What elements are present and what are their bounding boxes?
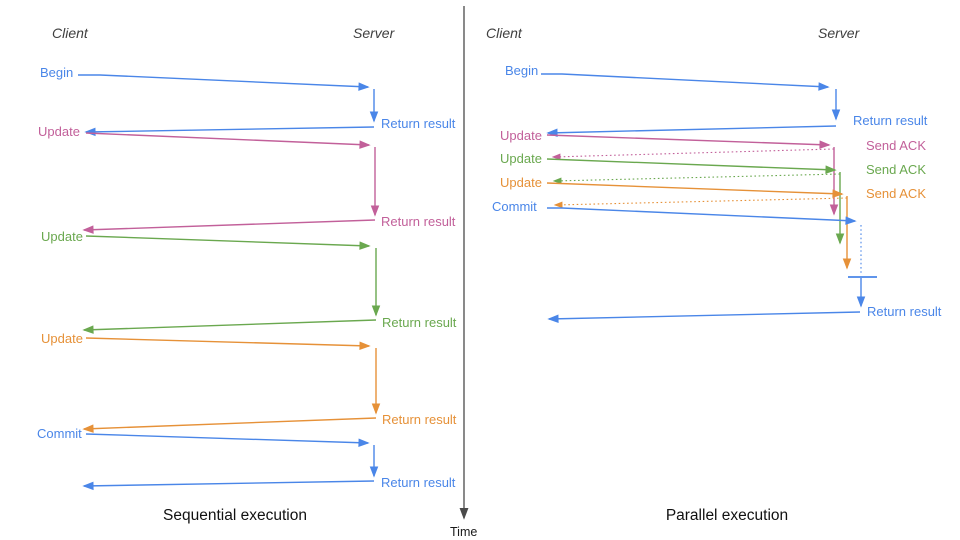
result-label-update2: Return result — [382, 315, 457, 330]
parallel-panel: Client Server Begin Return result Update… — [486, 25, 942, 524]
result-label-commit: Return result — [867, 304, 942, 319]
request-arrow-begin — [78, 74, 370, 91]
message-label-begin: Begin — [40, 65, 73, 80]
return-arrow-begin — [84, 126, 375, 137]
result-label-commit: Return result — [381, 475, 456, 490]
ack-label-update3: Send ACK — [866, 186, 926, 201]
request-arrow-begin — [541, 73, 830, 91]
ack-label-update2: Send ACK — [866, 162, 926, 177]
message-label-update1: Update — [500, 128, 542, 143]
message-label-update2: Update — [500, 151, 542, 166]
time-axis: Time — [450, 6, 477, 539]
return-arrow-begin — [546, 125, 837, 138]
message-label-commit: Commit — [37, 426, 82, 441]
message-label-update3: Update — [500, 175, 542, 190]
message-label-update1: Update — [38, 124, 80, 139]
request-arrow-commit — [85, 433, 370, 447]
request-arrow-commit — [547, 207, 857, 225]
return-arrow-update3 — [82, 417, 377, 433]
ack-dotted-arrow-update3 — [553, 197, 848, 209]
client-column-label: Client — [52, 25, 89, 41]
panel-title-sequential: Sequential execution — [163, 507, 307, 524]
request-arrow-update3 — [546, 182, 844, 198]
sequential-panel: Client Server Begin Return result Update… — [37, 25, 457, 524]
request-arrow-update3 — [85, 337, 371, 350]
ack-dotted-arrow-update1 — [551, 148, 835, 161]
result-label-begin: Return result — [853, 113, 928, 128]
ack-dotted-arrow-update2 — [552, 173, 841, 185]
time-axis-label: Time — [450, 525, 477, 539]
return-arrow-commit — [82, 480, 375, 491]
message-label-update2: Update — [41, 229, 83, 244]
panel-title-parallel: Parallel execution — [666, 507, 788, 524]
return-arrow-update1 — [82, 219, 376, 234]
return-arrow-commit — [547, 311, 861, 324]
return-arrow-update2 — [82, 319, 377, 334]
client-column-label: Client — [486, 25, 523, 41]
message-label-update3: Update — [41, 331, 83, 346]
request-arrow-update2 — [85, 235, 371, 250]
request-arrow-update1 — [85, 132, 371, 149]
request-arrow-update1 — [546, 134, 831, 149]
result-label-update3: Return result — [382, 412, 457, 427]
ack-label-update1: Send ACK — [866, 138, 926, 153]
request-arrow-update2 — [546, 158, 837, 174]
result-label-update1: Return result — [381, 214, 456, 229]
result-label-begin: Return result — [381, 116, 456, 131]
message-label-commit: Commit — [492, 199, 537, 214]
server-column-label: Server — [818, 25, 861, 41]
server-column-label: Server — [353, 25, 396, 41]
message-label-begin: Begin — [505, 63, 538, 78]
